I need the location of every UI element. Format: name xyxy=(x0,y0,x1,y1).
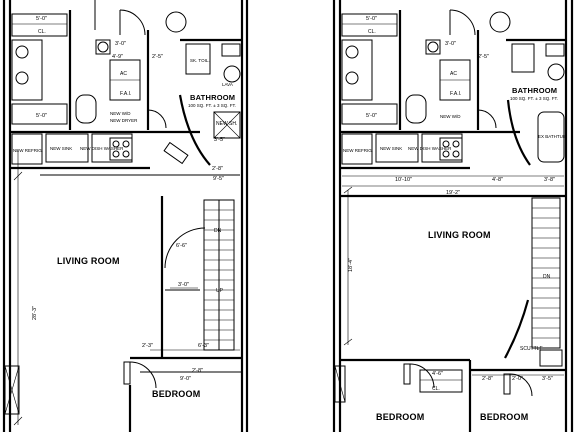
dimension: 6'-3" xyxy=(198,343,209,349)
dimension: 2'-3" xyxy=(142,343,153,349)
dimension: 3'-5" xyxy=(214,137,225,143)
bathroom-area: 100 SQ. FT. ± 3 SQ. FT. xyxy=(188,103,236,108)
bathroom-label: BATHROOM xyxy=(190,93,235,102)
new-dishwasher-label: NEW DISH WASHER xyxy=(80,146,124,151)
dimension: 2'-0" xyxy=(512,376,523,382)
dimension: 2'-5" xyxy=(152,54,163,60)
right-floor-plan xyxy=(332,0,574,432)
bathroom-label: BATHROOM xyxy=(512,86,557,95)
dimension: 18'-4" xyxy=(348,258,354,272)
dimension: 5'-0" xyxy=(366,113,377,119)
stair-up-label: UP xyxy=(216,288,224,294)
bedroom-label-1: BEDROOM xyxy=(376,412,424,422)
dimension: 2'-8" xyxy=(192,368,203,374)
dimension: 2'-5" xyxy=(478,54,489,60)
bathroom-area: 100 SQ. FT. ± 3 SQ. FT. xyxy=(510,96,558,101)
ac-label: AC xyxy=(450,71,457,77)
dimension: 3'-5" xyxy=(542,376,553,382)
dimension: 4'-6" xyxy=(432,371,443,377)
ac-label: AC xyxy=(120,71,127,77)
bedroom-label-2: BEDROOM xyxy=(480,412,528,422)
dimension: 6'-6" xyxy=(176,243,187,249)
closet-label: CL. xyxy=(368,29,376,35)
new-wd-label: NEW W/D xyxy=(440,114,461,119)
new-sink-label: NEW SINK xyxy=(50,146,72,151)
new-wd-label: NEW W/D xyxy=(110,111,131,116)
new-sink-label: NEW SINK xyxy=(380,146,402,151)
dimension: 5'-0" xyxy=(36,16,47,22)
fai-label: F.A.I. xyxy=(120,91,131,97)
left-floor-plan xyxy=(2,0,249,432)
new-dishwasher-label: NEW DISH WASHER xyxy=(408,146,452,151)
stair-treads-right xyxy=(532,207,560,339)
right-plan-text: LIVING ROOM BEDROOM BEDROOM BATHROOM 100… xyxy=(343,16,566,422)
fai-label: F.A.I. xyxy=(450,91,461,97)
bedroom-label: BEDROOM xyxy=(152,389,200,399)
new-dryer-label: NEW DRYER xyxy=(110,118,138,123)
dimension: 10'-10" xyxy=(395,177,412,183)
dimension: 9'-5" xyxy=(213,176,224,182)
dimension: 5'-0" xyxy=(366,16,377,22)
stair-treads-left xyxy=(204,200,234,350)
stair-down-label: DN xyxy=(214,228,222,234)
dimension: 3'-0" xyxy=(178,282,189,288)
closet-label: CL. xyxy=(38,29,46,35)
left-plan-text: LIVING ROOM BEDROOM BATHROOM 100 SQ. FT.… xyxy=(13,16,237,399)
dimension: 9'-0" xyxy=(180,376,191,382)
dimension: 4'-9" xyxy=(112,54,123,60)
new-shower-label: NEW SH. xyxy=(216,121,237,127)
new-refrig-label: NEW REFRIG. xyxy=(343,148,373,153)
dimension: 3'-0" xyxy=(115,41,126,47)
lava-label: LAVA xyxy=(222,82,233,87)
scuttle-label: SCUTTLE xyxy=(520,346,543,352)
dimension: 3'-8" xyxy=(544,177,555,183)
living-room-label: LIVING ROOM xyxy=(57,256,120,266)
dimension: 28'-3" xyxy=(32,306,38,320)
dimension: 5'-0" xyxy=(36,113,47,119)
sk-toilet-label: SK. TOIL. xyxy=(190,58,210,63)
dimension: 2'-8" xyxy=(482,376,493,382)
stair-down-label: DN xyxy=(543,274,551,280)
closet-label: CL. xyxy=(432,386,440,392)
dimension: 19'-2" xyxy=(446,190,460,196)
bathtub-label: EX BATHTUB xyxy=(538,134,566,139)
new-refrig-label: NEW REFRIG. xyxy=(13,148,43,153)
dimension: 4'-8" xyxy=(492,177,503,183)
living-room-label: LIVING ROOM xyxy=(428,230,491,240)
dimension: 2'-8" xyxy=(212,166,223,172)
dimension: 3'-0" xyxy=(445,41,456,47)
